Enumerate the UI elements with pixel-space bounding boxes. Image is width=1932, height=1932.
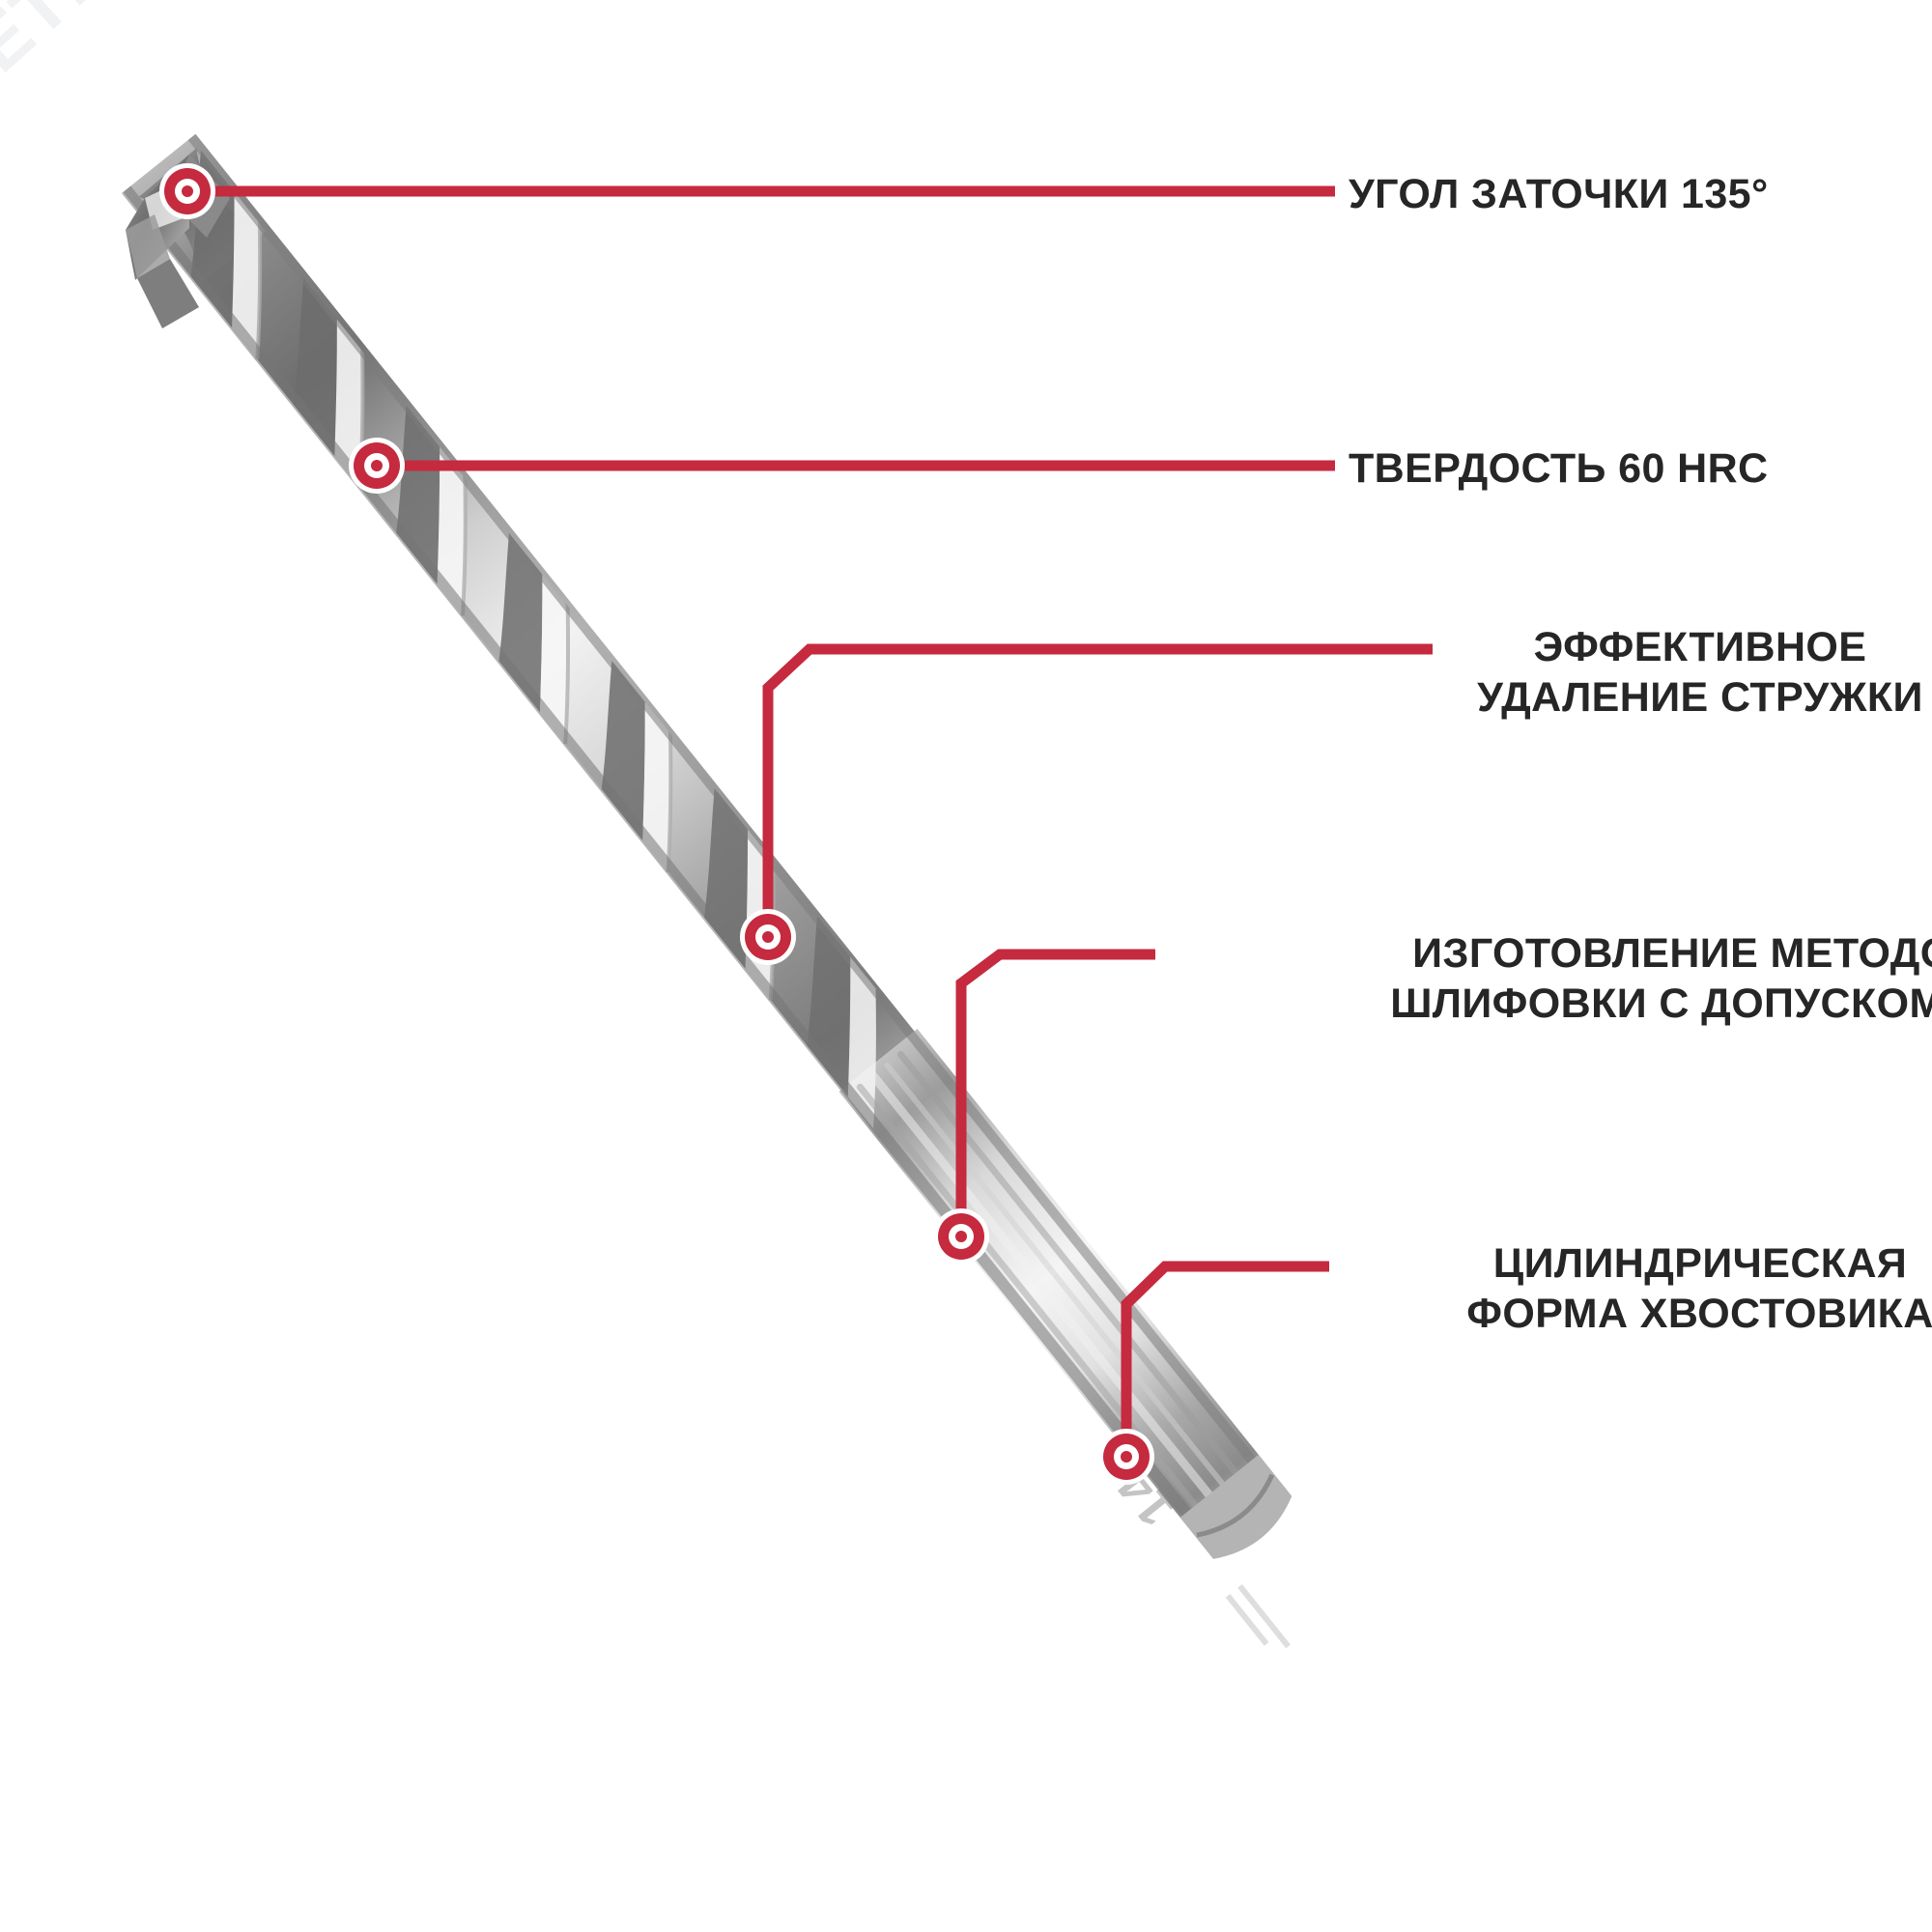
callout-label-cylindrical-shank: ЦИЛИНДРИЧЕСКАЯ ФОРМА ХВОСТОВИКА — [1466, 1239, 1932, 1339]
callout-label-line: ЦИЛИНДРИЧЕСКАЯ — [1492, 1240, 1908, 1287]
callout-label-line: ТВЕРДОСТЬ 60 HRC — [1349, 445, 1769, 492]
callout-label-line: ШЛИФОВКИ С ДОПУСКОМ H8 — [1390, 980, 1932, 1027]
callout-label-line: ФОРМА ХВОСТОВИКА — [1466, 1290, 1932, 1337]
callout-label-ground-h8: ИЗГОТОВЛЕНИЕ МЕТОДОМ ШЛИФОВКИ С ДОПУСКОМ… — [1390, 929, 1932, 1029]
callout-label-line: УДАЛЕНИЕ СТРУЖКИ — [1477, 673, 1923, 721]
callout-label-grinding-angle: УГОЛ ЗАТОЧКИ 135° — [1349, 170, 1769, 220]
callout-label-hardness: ТВЕРДОСТЬ 60 HRC — [1349, 444, 1769, 495]
callout-label-line: ИЗГОТОВЛЕНИЕ МЕТОДОМ — [1412, 930, 1932, 977]
callout-label-line: УГОЛ ЗАТОЧКИ 135° — [1349, 171, 1769, 217]
callout-label-line: ЭФФЕКТИВНОЕ — [1533, 624, 1867, 670]
callout-label-chip-removal: ЭФФЕКТИВНОЕ УДАЛЕНИЕ СТРУЖКИ — [1477, 623, 1923, 723]
